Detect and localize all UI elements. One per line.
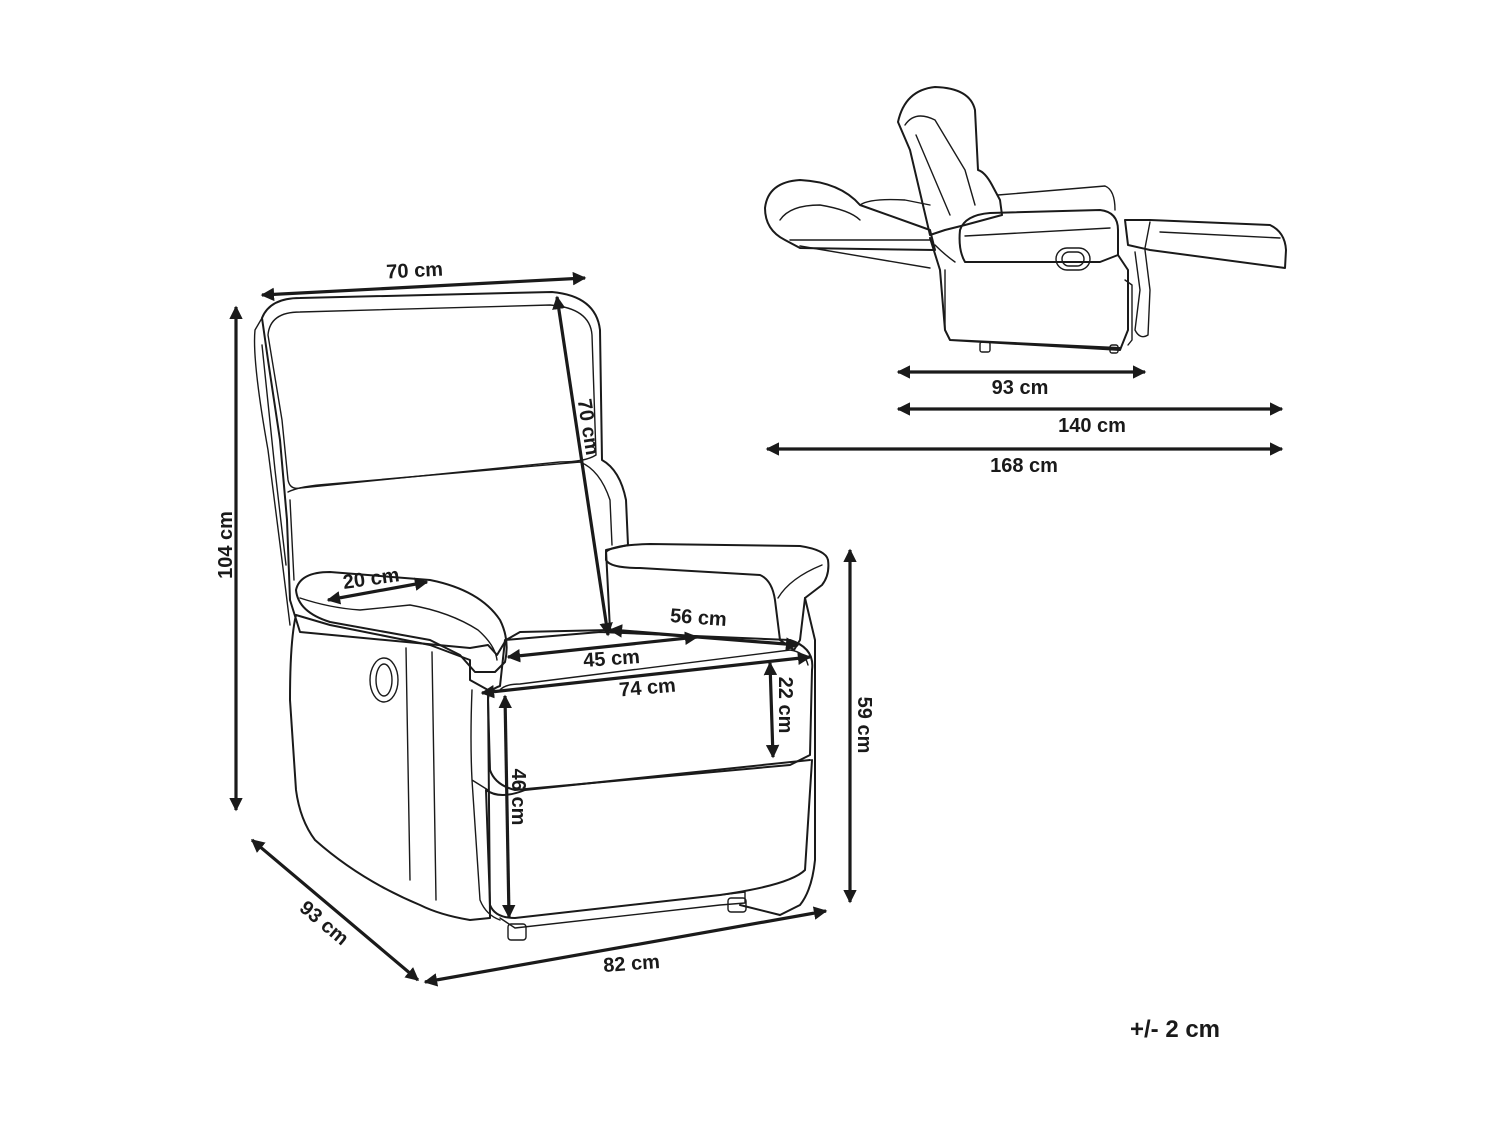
label-width: 82 cm xyxy=(603,951,661,977)
dim-line-armrest-width xyxy=(326,577,429,605)
label-seat-height: 46 cm xyxy=(507,769,529,826)
label-armrest-above-seat: 22 cm xyxy=(774,677,796,734)
side-armrest xyxy=(958,209,1119,263)
dim-line-backrest-height xyxy=(552,295,613,637)
side-body xyxy=(929,237,1129,351)
label-backrest-width: 70 cm xyxy=(386,259,444,284)
label-depth: 93 cm xyxy=(295,897,353,950)
dimension-lines xyxy=(229,271,1284,987)
dim-line-backrest-width xyxy=(260,271,587,302)
dim-line-depth xyxy=(250,838,420,982)
label-full-reclined-length: 168 cm xyxy=(990,455,1058,477)
recline-handle-icon xyxy=(369,657,399,703)
dim-line-width xyxy=(423,906,828,987)
left-armrest-seam xyxy=(299,597,498,661)
right-armrest xyxy=(605,543,830,651)
recliner-side-view xyxy=(764,86,1287,354)
side-handle-icon xyxy=(1055,247,1091,271)
left-arm-front-panel xyxy=(405,647,437,901)
label-seat-width: 45 cm xyxy=(583,646,641,672)
recliner-front-view xyxy=(253,291,830,941)
label-inner-width: 74 cm xyxy=(618,675,676,702)
label-arm-height: 59 cm xyxy=(853,697,875,754)
upper-back-cushion xyxy=(267,304,597,490)
dimension-labels: 70 cm 104 cm 70 cm 20 cm 56 cm 45 cm 74 … xyxy=(215,259,1220,1043)
extended-footrest xyxy=(1124,219,1287,269)
label-backrest-height: 70 cm xyxy=(573,397,604,456)
lower-back-cushion xyxy=(287,461,613,581)
label-side-depth: 93 cm xyxy=(992,377,1049,399)
tolerance-note: +/- 2 cm xyxy=(1130,1016,1220,1043)
dim-line-inner-width xyxy=(480,651,812,699)
reclined-head-pad xyxy=(764,179,936,251)
left-armrest-top xyxy=(295,571,508,673)
seat-cushion xyxy=(487,631,814,791)
label-total-height: 104 cm xyxy=(215,511,237,579)
footrest-panel xyxy=(485,759,813,919)
label-reclined-depth: 140 cm xyxy=(1058,415,1126,437)
base-rail xyxy=(499,891,746,929)
dim-line-armrest-above-seat xyxy=(763,661,780,759)
dim-line-seat-height xyxy=(498,694,516,919)
label-seat-depth: 56 cm xyxy=(669,605,727,631)
right-arm-body xyxy=(739,597,816,916)
backrest-side xyxy=(253,317,291,626)
